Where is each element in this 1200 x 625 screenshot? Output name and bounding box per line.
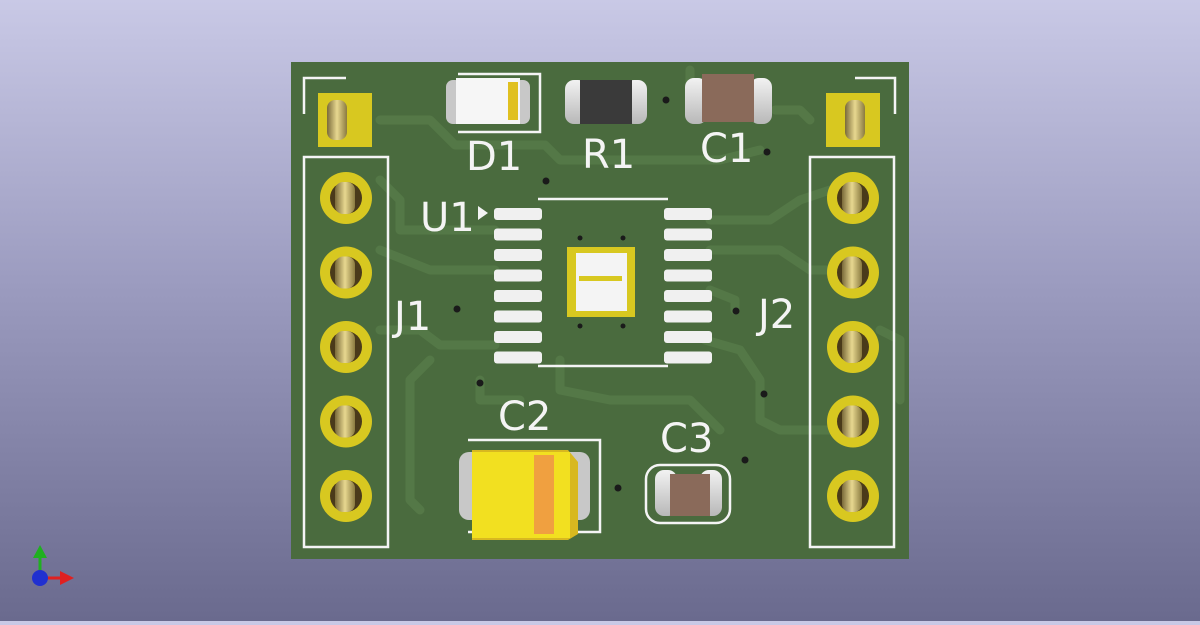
label-j1: J1: [391, 294, 431, 340]
label-u1: U1: [420, 195, 475, 241]
j1-pin-5[interactable]: [320, 395, 372, 448]
u1-pin-left-6: [494, 310, 542, 323]
u1-pin-right-5: [664, 290, 712, 302]
d1-diode[interactable]: [446, 72, 542, 134]
u1-pin-left-2: [494, 228, 542, 241]
u1-pin-right-2: [664, 228, 712, 241]
u1-pin-right-7: [664, 331, 712, 343]
axis-gizmo[interactable]: [32, 545, 74, 586]
u1-pin-right-3: [664, 249, 712, 261]
u1-pin-right-8: [664, 351, 712, 364]
label-c2: C2: [498, 394, 551, 440]
u1-pin-left-8: [494, 351, 542, 364]
c3-silk-outline: [644, 463, 732, 525]
axis-z-dot-icon: [32, 570, 48, 586]
label-c3: C3: [660, 416, 713, 462]
axis-x-arrow-icon: [60, 571, 74, 585]
c3-capacitor[interactable]: [644, 463, 732, 525]
c1-pad-right: [750, 78, 772, 124]
j1-pin-4[interactable]: [320, 321, 372, 373]
c2-polarity-band: [534, 455, 554, 534]
vias: [453, 96, 771, 492]
j2-outline: [808, 155, 896, 549]
c1-pad-left: [685, 78, 707, 124]
u1-pin-left-4: [494, 269, 542, 282]
j1-pin-1-shaft: [327, 100, 347, 140]
axis-y-arrow-icon: [33, 545, 47, 558]
j2-pin-3[interactable]: [827, 246, 879, 299]
u1-pin-left-3: [494, 249, 542, 261]
j2-pin-shaft: [842, 480, 862, 512]
j2-pin-1-shaft: [845, 100, 865, 140]
j1-pin-shaft: [335, 182, 355, 214]
j1-pin-shaft: [335, 256, 355, 289]
j1-outline: [302, 155, 390, 549]
d1-silk-outline: [458, 72, 542, 134]
j2-pin-header[interactable]: [808, 76, 897, 549]
u1-thermal-pad-divider: [579, 276, 622, 281]
u1-pin-right-4: [664, 269, 712, 282]
j1-pin-6[interactable]: [320, 470, 372, 522]
j2-pin1-marker: [855, 76, 897, 114]
r1-body: [580, 80, 632, 124]
j2-pin-shaft: [842, 182, 862, 214]
j1-pin-2[interactable]: [320, 172, 372, 224]
j2-pin-2[interactable]: [827, 172, 879, 224]
j1-pin1-marker: [302, 76, 346, 114]
j1-pin-3[interactable]: [320, 246, 372, 299]
j1-pin-shaft: [335, 405, 355, 438]
j1-pin-header[interactable]: [302, 76, 390, 549]
label-d1: D1: [466, 134, 522, 180]
label-r1: R1: [582, 132, 635, 178]
c2-body: [472, 452, 570, 538]
c3-body: [670, 474, 710, 516]
u1-thermal-vias: [577, 235, 626, 329]
j2-pin-6[interactable]: [827, 470, 879, 522]
u1-pin-right-1: [664, 208, 712, 220]
u1-pin-left-5: [494, 290, 542, 302]
u1-pin-left-7: [494, 331, 542, 343]
u1-thermal-pad-inner: [576, 253, 627, 311]
r1-resistor[interactable]: [565, 80, 647, 124]
u1-pin-right-6: [664, 310, 712, 323]
d1-cathode-band: [508, 82, 518, 120]
c1-capacitor[interactable]: [685, 74, 772, 124]
u1-pin-left-1: [494, 208, 542, 220]
pcb-board[interactable]: D1 R1 C1 U1 J1 J2 C2 C3: [291, 62, 909, 559]
j2-pin-shaft: [842, 331, 862, 363]
j2-pin-4[interactable]: [827, 321, 879, 373]
j1-pin-shaft: [335, 331, 355, 363]
label-c1: C1: [700, 126, 753, 172]
label-j2: J2: [755, 292, 795, 338]
j2-pin-shaft: [842, 405, 862, 438]
j2-pin-shaft: [842, 256, 862, 289]
j2-pin-5[interactable]: [827, 395, 879, 448]
c1-body: [702, 74, 754, 122]
j1-pin-shaft: [335, 480, 355, 512]
copper-traces: [375, 65, 905, 515]
u1-pin1-triangle-icon: [478, 206, 488, 220]
c2-capacitor[interactable]: [459, 438, 602, 540]
u1-ic[interactable]: [478, 197, 712, 368]
